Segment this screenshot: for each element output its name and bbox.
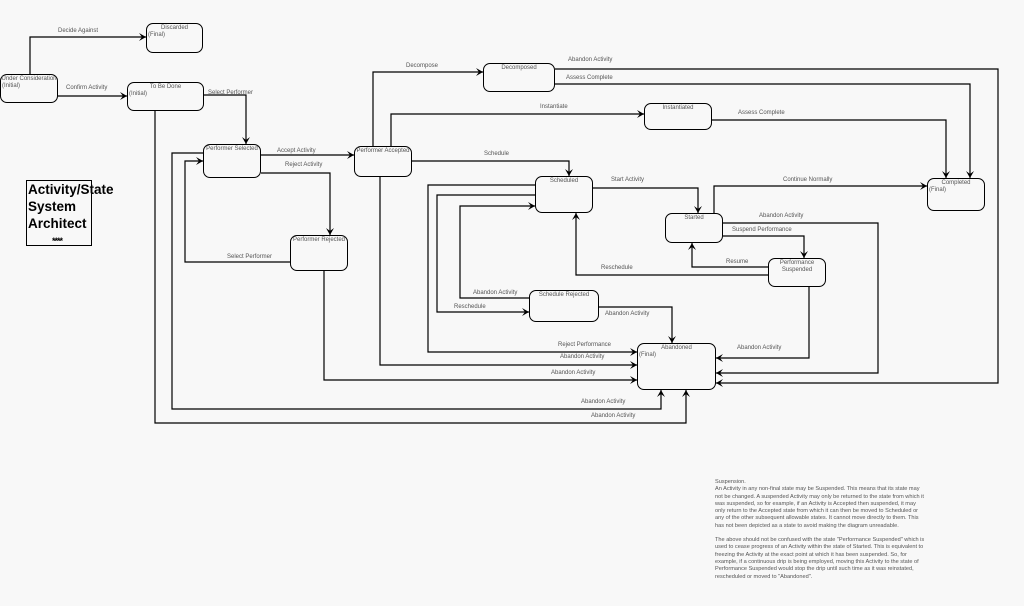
notes-paragraph-2: The above should not be confused with th… [715, 537, 925, 580]
state-name: To Be Done [149, 84, 182, 90]
transition-label: Abandon Activity [605, 311, 650, 317]
state-name: Discarded [160, 25, 188, 31]
state-decomposed[interactable]: Decomposed [483, 63, 555, 92]
state-instantiated[interactable]: Instantiated [644, 103, 712, 130]
state-name: Completed [941, 180, 971, 186]
transition-arrow[interactable] [712, 119, 950, 178]
transition-arrow[interactable] [555, 83, 974, 178]
transition-label: Reject Activity [285, 162, 323, 168]
transition-label: Continue Normally [783, 177, 833, 183]
state-kind: (Final) [929, 187, 947, 193]
transition-arrow[interactable] [412, 160, 573, 176]
state-to-be-done[interactable]: To Be Done(Initial) [127, 82, 204, 111]
state-performer-accepted[interactable]: Performer Accepted [354, 146, 412, 177]
transition-label: Suspend Performance [732, 227, 792, 233]
state-started[interactable]: Started [665, 213, 723, 243]
transition-label: Accept Activity [277, 148, 316, 154]
state-completed[interactable]: Completed(Final) [927, 178, 985, 211]
transition-label: Abandon Activity [473, 290, 518, 296]
state-scheduled[interactable]: Scheduled [535, 176, 593, 213]
transition-arrow[interactable] [599, 306, 676, 343]
transition-label: Confirm Activity [66, 85, 108, 91]
state-kind: (Final) [639, 352, 657, 358]
transition-arrow[interactable] [323, 271, 637, 384]
transition-label: Instantiate [540, 104, 568, 110]
state-name: Under Consideration [1, 76, 57, 82]
transition-arrow[interactable] [459, 202, 535, 299]
transition-label: Schedule [484, 151, 510, 157]
transition-label: Reject Performance [558, 342, 612, 348]
state-discarded[interactable]: Discarded(Final) [146, 23, 203, 53]
diagram-title-text: Activity/State System Architect [28, 182, 114, 231]
state-abandoned[interactable]: Abandoned (Final) [637, 343, 716, 390]
transition-label: Assess Complete [738, 110, 785, 116]
transition-arrow[interactable] [29, 33, 146, 74]
transition-label: Abandon Activity [568, 57, 613, 63]
state-under-consideration[interactable]: Under Consideration(Initial) [0, 74, 58, 103]
transition-label: Select Performer [208, 90, 254, 96]
state-performer-selected[interactable]: Performer Selected [203, 144, 261, 178]
transition-arrow[interactable] [593, 187, 702, 213]
state-name: Abandoned [661, 345, 692, 351]
transition-label: Select Performer [227, 254, 273, 260]
transition-label: Assess Complete [566, 75, 613, 81]
transition-arrow[interactable] [427, 184, 637, 356]
state-kind: (Initial) [129, 91, 148, 97]
state-performance-suspended[interactable]: Performance Suspended [768, 258, 826, 287]
transition-label: Start Activity [611, 177, 645, 183]
transition-label: Resume [726, 259, 749, 265]
transition-arrow[interactable] [372, 68, 483, 146]
state-name: Schedule Rejected [538, 292, 590, 298]
state-kind: (Final) [148, 32, 166, 38]
notes-heading: Suspension. [715, 479, 746, 485]
transition-arrow[interactable] [716, 222, 879, 377]
transition-label: Reschedule [601, 265, 633, 271]
transition-arrow[interactable] [572, 213, 768, 276]
state-name: Started [684, 215, 704, 221]
transition-arrow[interactable] [723, 235, 808, 258]
transition-label: Abandon Activity [737, 345, 782, 351]
transition-arrow[interactable] [716, 287, 810, 362]
transition-arrow[interactable] [390, 110, 644, 146]
state-name: Performer Rejected [292, 237, 346, 243]
transition-label: Decompose [406, 63, 439, 69]
transition-label: Abandon Activity [591, 413, 636, 419]
title-decoration: **** [52, 236, 63, 246]
state-name: Performance Suspended [779, 260, 815, 273]
notes-paragraph-1: An Activity in any non-final state may b… [715, 486, 924, 529]
transition-label: Reschedule [454, 304, 486, 310]
transition-arrow[interactable] [379, 177, 637, 369]
state-name: Scheduled [549, 178, 579, 184]
state-name: Performer Selected [206, 146, 258, 152]
transition-arrow[interactable] [261, 172, 334, 235]
state-schedule-rejected[interactable]: Schedule Rejected [529, 290, 599, 322]
state-name: Instantiated [662, 105, 694, 111]
diagram-title: Activity/State System Architect **** [26, 180, 114, 246]
transition-label: Decide Against [58, 28, 99, 34]
state-name: Performer Accepted [356, 148, 410, 154]
transition-arrow[interactable] [436, 194, 535, 316]
transition-arrow[interactable] [555, 68, 999, 387]
transition-label: Abandon Activity [560, 354, 605, 360]
state-kind: (Initial) [2, 83, 21, 89]
state-performer-rejected[interactable]: Performer Rejected [290, 235, 348, 271]
transition-arrow[interactable] [688, 243, 768, 268]
transition-label: Abandon Activity [581, 399, 626, 405]
transition-arrow[interactable] [713, 182, 927, 213]
transition-arrow[interactable] [171, 152, 665, 410]
transition-arrow[interactable] [154, 111, 690, 424]
transition-arrow[interactable] [204, 94, 250, 144]
suspension-notes: Suspension. An Activity in any non-final… [715, 479, 925, 588]
transition-label: Abandon Activity [551, 370, 596, 376]
transition-arrow[interactable] [184, 157, 290, 263]
transition-label: Abandon Activity [759, 213, 804, 219]
state-name: Decomposed [501, 65, 537, 71]
